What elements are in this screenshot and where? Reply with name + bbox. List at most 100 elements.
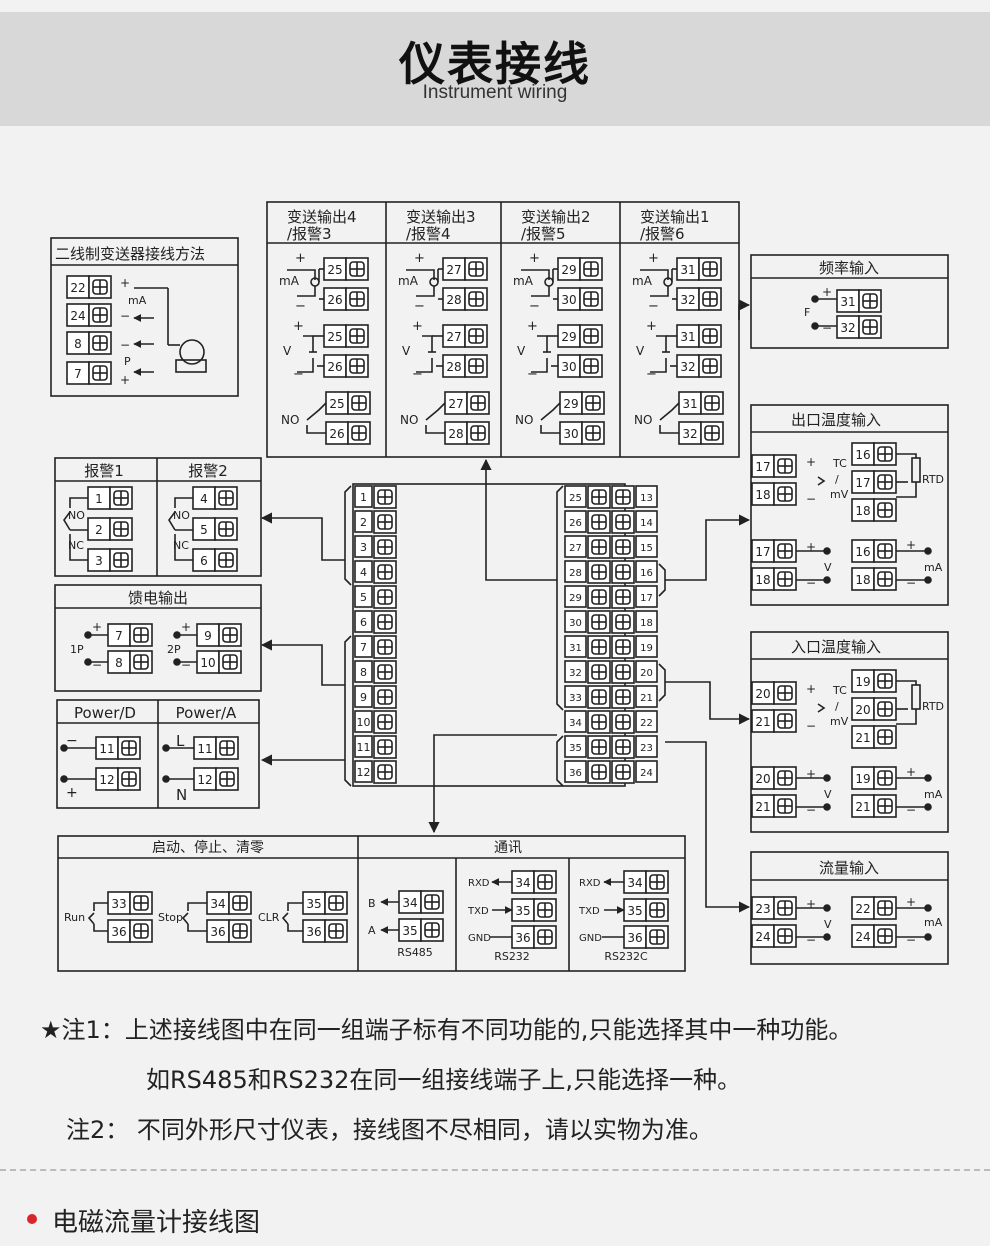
RTD-label: RTD [922,700,944,713]
terminal-number: 17 [755,545,770,559]
terminal-number-box [354,685,373,708]
NO-label: NO [281,413,299,427]
transmit-title: 变送输出2 [521,208,591,226]
wire [303,335,314,352]
connector-arrow [480,458,557,581]
minus-sign: − [648,299,659,314]
terminal-number-box [354,585,373,608]
transmit-title: 变送输出3 [406,208,476,226]
terminal-number: 31 [682,397,697,411]
terminal-number: 14 [640,518,653,529]
terminal-number: 33 [111,897,126,911]
terminal-number: 36 [515,931,530,945]
plus-sign: + [806,455,816,469]
minus-sign: − [806,803,816,817]
terminal-number: 17 [855,476,870,490]
terminal-number-box [354,485,373,508]
wire [306,425,326,434]
plus-sign: + [646,319,657,334]
terminal-number: 22 [640,718,653,729]
minus-sign: − [806,933,816,947]
terminal-number: 29 [561,263,576,277]
terminal-number: 3 [95,554,103,568]
terminal-number-box [635,760,658,783]
mV-label: mV [830,715,849,728]
minus-sign: − [66,733,78,749]
transmit-title: 变送输出1 [640,208,710,226]
relay-contact [87,912,95,925]
terminal-number: 22 [70,281,85,295]
terminal-number: 12 [197,773,212,787]
V-label: V [517,344,526,358]
terminal-number: 32 [569,668,582,679]
relay-contact [181,912,189,925]
terminal-number: 6 [200,554,208,568]
terminal-number: 31 [680,330,695,344]
wire [69,534,88,561]
mA-label: mA [632,274,653,288]
terminal-number: 18 [855,504,870,518]
minus-sign: − [806,492,816,506]
terminal-number: 17 [640,593,653,604]
wire [650,286,669,297]
rtd-resistor-icon [911,684,921,710]
mA-label: mA [924,916,943,929]
terminal-number: 12 [99,773,114,787]
RXD-label: RXD [468,878,490,889]
terminal-number-box [635,510,658,533]
plus-sign: + [412,319,423,334]
wire [93,924,108,932]
terminal-block-body [352,483,626,787]
wire [817,703,826,713]
terminal-number: 16 [640,568,653,579]
terminal-number: 34 [402,896,417,910]
P-label: P [124,355,131,368]
wire [93,902,108,911]
GND-label: GND [579,933,602,944]
mA-label: mA [128,294,147,307]
wire [640,269,669,280]
wire [817,476,826,486]
terminal-number: 18 [755,488,770,502]
terminal-number-box [564,485,587,508]
connector-arrow [738,299,751,320]
plus-sign: + [906,765,916,779]
page-title: 仪表接线 [399,37,591,91]
transmit-title: /报警6 [640,225,685,243]
terminal-number: 31 [680,263,695,277]
sensor-base-icon [175,359,207,373]
plus-sign: + [92,620,102,634]
terminal-number: 10 [357,716,371,729]
terminal-number: 9 [360,691,367,704]
feed-panel [54,584,262,692]
NO-label: NO [515,413,533,427]
terminal-number: 21 [755,715,770,729]
terminal-number: 21 [755,800,770,814]
wire [287,269,316,280]
transmit-title: /报警5 [521,225,566,243]
wire [287,924,303,932]
plus-sign: + [529,251,540,266]
minus-sign: − [527,367,538,382]
wire [540,425,560,434]
terminal-number: 4 [360,566,367,579]
terminal-number: 18 [755,573,770,587]
terminal-number: 26 [327,360,342,374]
terminal-number: 32 [682,427,697,441]
plus-sign: + [66,785,78,801]
sensor-plug-icon [179,339,205,365]
terminal-number: 24 [70,309,85,323]
minus-sign: − [806,576,816,590]
terminal-number: 28 [446,293,461,307]
terminal-number-box [564,610,587,633]
bottom-panel [57,835,686,972]
terminal-number: 7 [360,641,367,654]
terminal-number-box [354,635,373,658]
wire [896,680,917,685]
relay-contact [659,402,680,421]
terminal-number: 20 [755,687,770,701]
minus-sign: − [646,367,657,382]
terminal-number: 35 [569,743,582,754]
terminal-number: 31 [569,643,582,654]
